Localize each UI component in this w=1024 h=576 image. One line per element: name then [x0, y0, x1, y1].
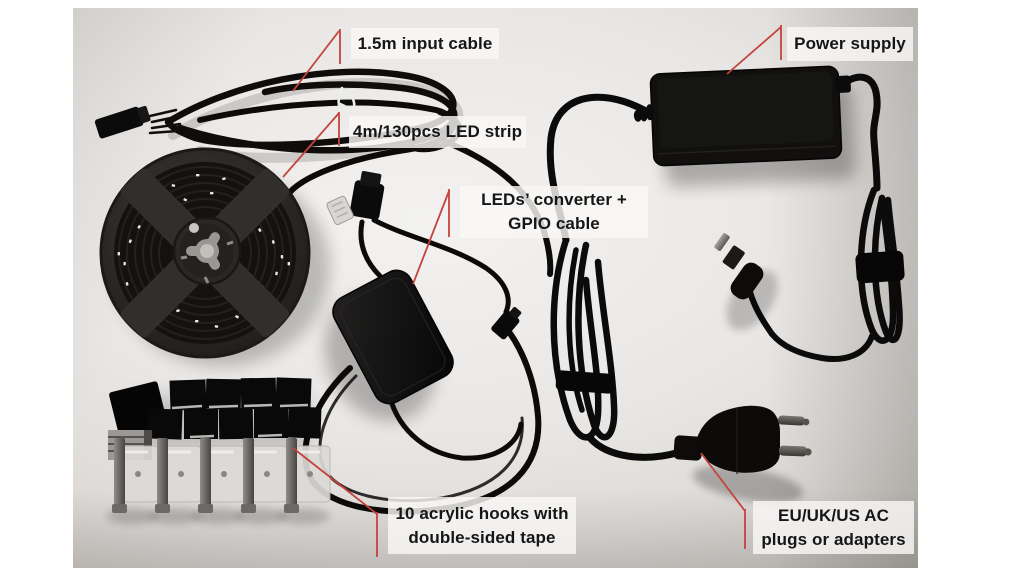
leader-lines — [282, 25, 782, 557]
callout-plugs: EU/UK/US AC plugs or adapters — [753, 501, 914, 554]
ac-cord-bundle — [550, 236, 699, 461]
leader-line-hooks — [292, 447, 378, 557]
converter-plug-connector — [491, 307, 522, 340]
strip-connector-white — [326, 195, 354, 226]
callout-power-supply: Power supply — [787, 27, 913, 61]
callout-plugs-line1: EU/UK/US AC — [778, 505, 889, 525]
callout-hooks: 10 acrylic hooks with double-sided tape — [388, 497, 576, 554]
led-strip-reel-photo — [99, 147, 330, 366]
callout-hooks-line1: 10 acrylic hooks with — [395, 503, 569, 523]
leader-line-input-cable — [292, 29, 341, 92]
callout-converter-line1: LEDs’ converter + — [481, 190, 627, 209]
leader-line-led-strip — [282, 112, 340, 178]
leader-line-power-supply — [726, 25, 782, 75]
callout-input-cable-text: 1.5m input cable — [357, 33, 493, 53]
callout-converter: LEDs’ converter + GPIO cable — [460, 186, 648, 238]
cable-wrap-band — [555, 370, 615, 394]
eu-plug-photo — [673, 405, 812, 503]
callout-power-supply-text: Power supply — [794, 34, 906, 53]
callout-led-strip: 4m/130pcs LED strip — [349, 116, 526, 148]
callout-led-strip-text: 4m/130pcs LED strip — [352, 122, 523, 141]
callout-input-cable: 1.5m input cable — [351, 28, 499, 59]
power-brick — [633, 65, 851, 167]
callout-converter-line2: GPIO cable — [508, 214, 600, 233]
converter-box — [332, 269, 454, 405]
eu-plug-pins — [777, 415, 812, 457]
tape-squares — [109, 377, 322, 443]
cable-wrap-band — [855, 250, 905, 284]
input-cable-connector — [94, 105, 151, 139]
dc-barrel-plug-photo — [714, 233, 778, 331]
acrylic-hook-row — [106, 438, 331, 524]
reel-hub — [172, 216, 242, 286]
gpio-connector — [349, 171, 385, 220]
leader-line-plugs — [700, 452, 746, 549]
tape-glints — [171, 403, 309, 439]
acrylic-hooks-photo — [106, 377, 331, 524]
leader-line-converter — [412, 189, 450, 285]
power-supply-photo — [546, 65, 905, 461]
callout-hooks-line2: double-sided tape — [408, 527, 556, 547]
callout-plugs-line2: plugs or adapters — [761, 529, 906, 549]
dc-plug-metal-tip — [714, 233, 730, 251]
